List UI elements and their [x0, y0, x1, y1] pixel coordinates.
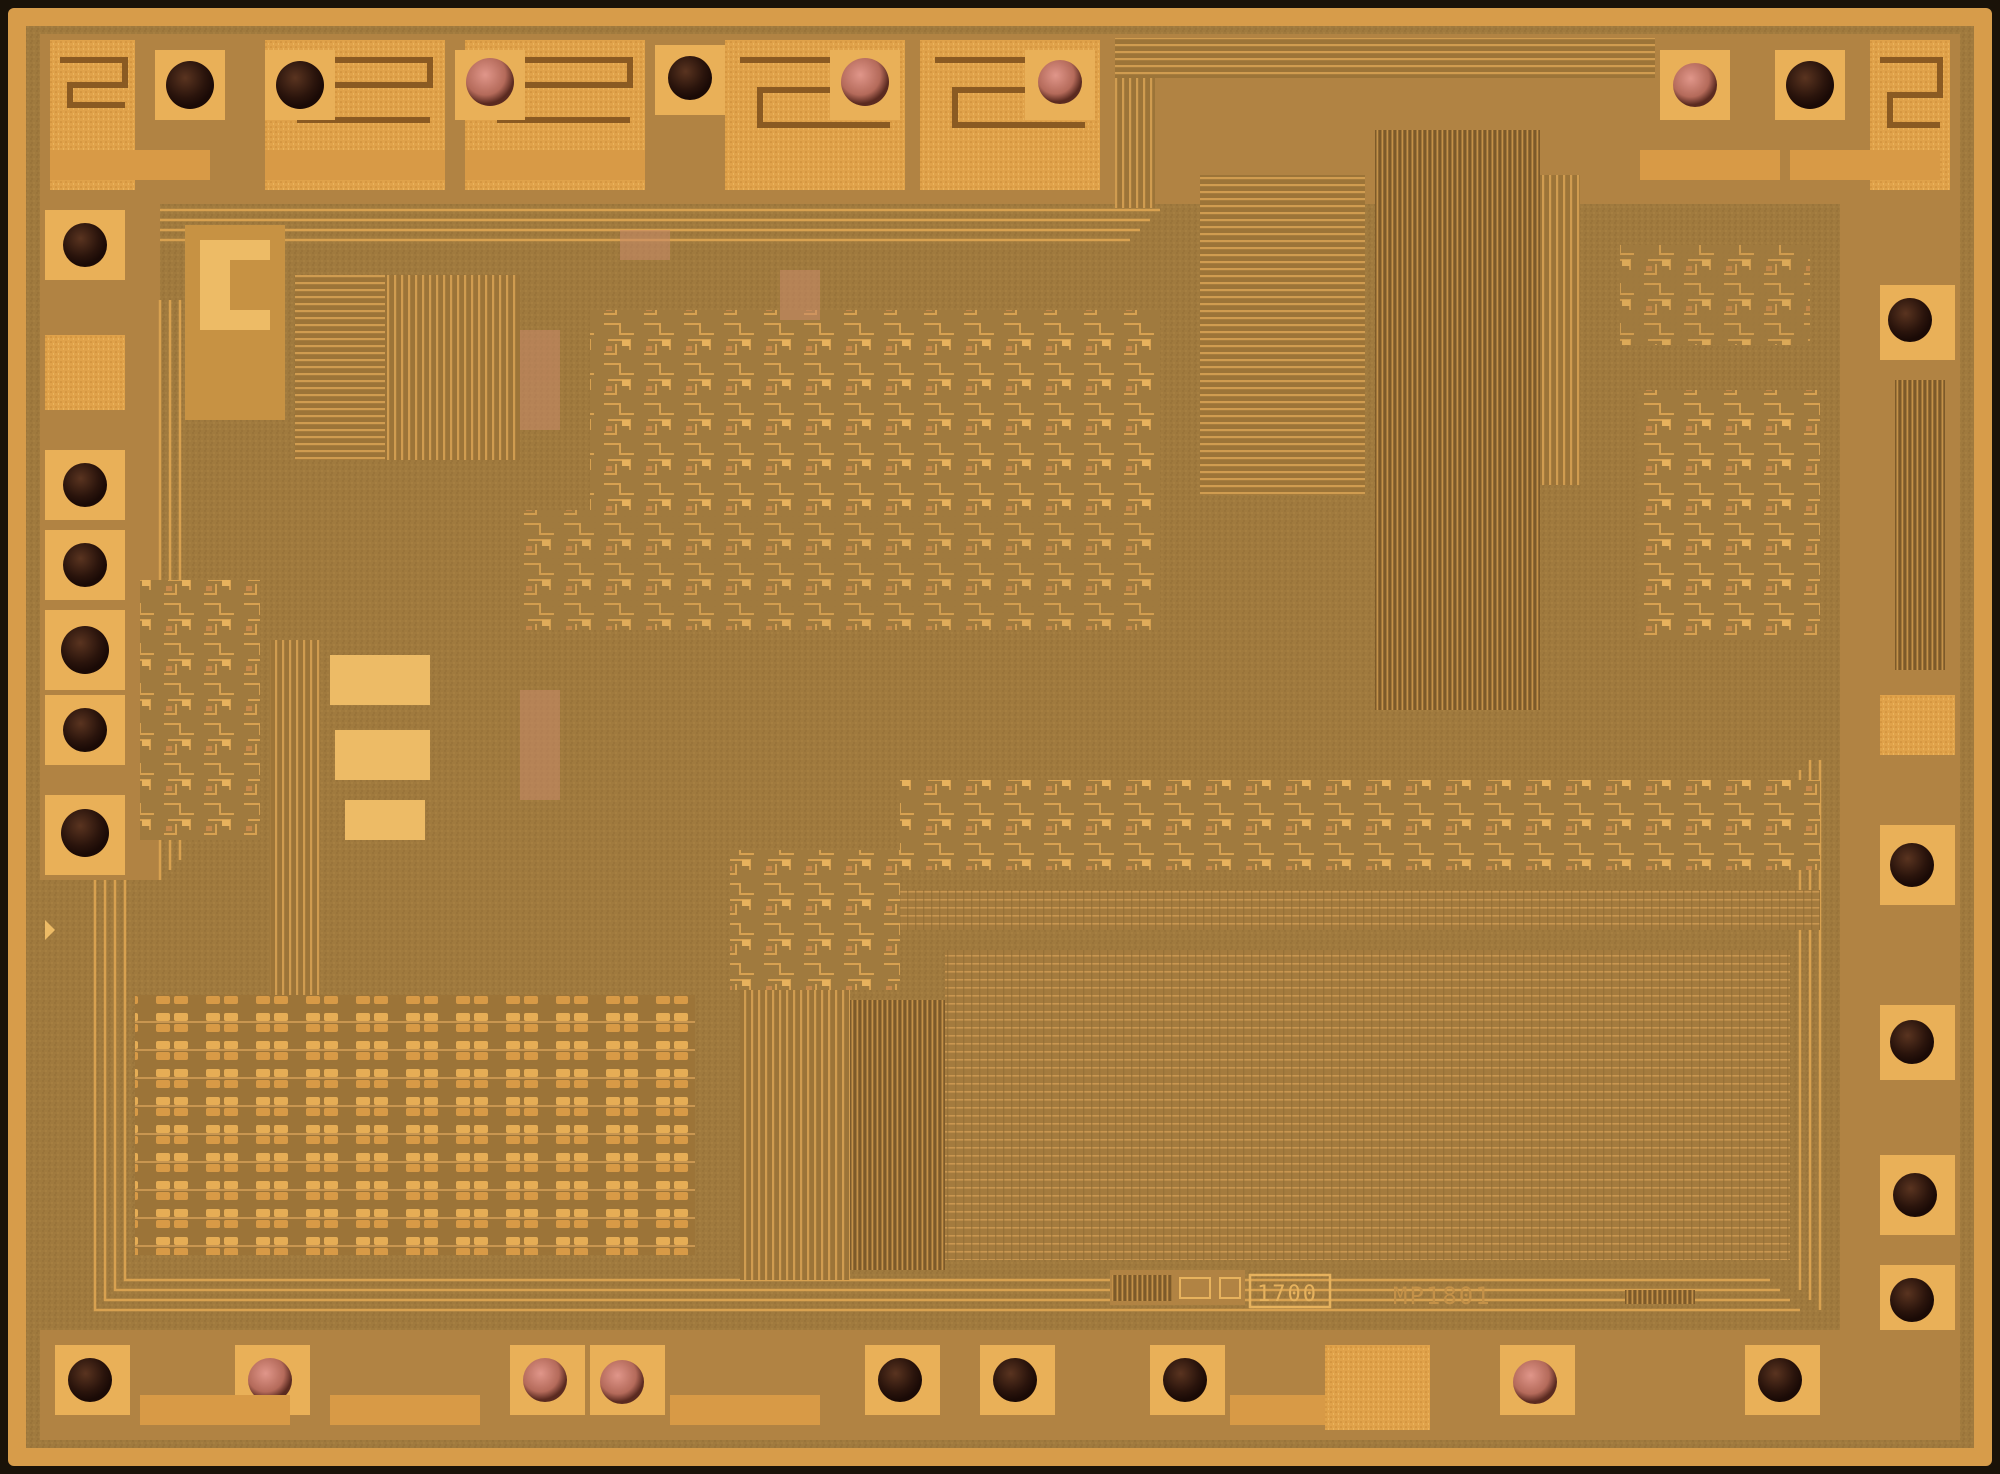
bond-wire-ball: [248, 1358, 292, 1402]
upper-left-transistor: [200, 240, 270, 330]
bond-wire-ball: [68, 1358, 112, 1402]
bond-pads-top: [155, 45, 1845, 120]
chip-marking-area: 1700 MP1801: [1110, 1270, 1695, 1310]
right-corner-pad: [1880, 695, 1955, 755]
register-array-center-left: [385, 275, 520, 460]
bond-wire-ball: [61, 626, 109, 674]
bond-wire-ball: [1893, 1173, 1937, 1217]
pink-poly-regions: [520, 230, 820, 800]
bond-wire-ball: [1163, 1358, 1207, 1402]
center-routing-channel: [740, 990, 850, 1280]
control-logic-upper: [590, 310, 1160, 510]
bottom-pad-ring: [40, 1330, 1960, 1440]
right-pad-ring: [1840, 200, 1960, 1380]
rom-array: [945, 950, 1790, 1260]
alignment-mark: [45, 920, 55, 940]
register-array-left: [295, 275, 385, 460]
bond-wire-ball: [600, 1360, 644, 1404]
middle-gate-row: [900, 780, 1820, 870]
left-mid-block-2: [335, 730, 430, 780]
top-bus-lines: [1115, 38, 1655, 78]
middle-cell-row: [900, 890, 1820, 930]
bond-wire-ball: [63, 463, 107, 507]
bond-wire-ball: [1890, 1020, 1934, 1064]
bond-wire-ball: [1513, 1360, 1557, 1404]
bond-wire-ball: [63, 543, 107, 587]
part-number-label: MP1801: [1393, 1282, 1492, 1310]
left-mid-block-3: [345, 800, 425, 840]
bond-wire-ball: [1890, 1278, 1934, 1322]
bond-wire-ball: [1890, 843, 1934, 887]
bond-wire-ball: [63, 223, 107, 267]
bond-wire-ball: [878, 1358, 922, 1402]
decoder-columns-right: [1540, 175, 1580, 485]
mux-array: [730, 850, 900, 990]
bond-wire-ball: [841, 58, 889, 106]
ram-array: [135, 995, 695, 1255]
bond-wire-ball: [1673, 63, 1717, 107]
bond-wire-ball: [523, 1358, 567, 1402]
bond-wire-ball: [1888, 298, 1932, 342]
bond-wire-ball: [61, 809, 109, 857]
bond-wire-ball: [466, 58, 514, 106]
bond-wire-ball: [1038, 60, 1082, 104]
control-logic-lower: [520, 510, 1160, 630]
right-logic: [1635, 390, 1820, 640]
decoder-array: [1200, 175, 1365, 495]
bond-wire-ball: [668, 56, 712, 100]
bond-wire-ball: [993, 1358, 1037, 1402]
bond-wire-ball: [1786, 61, 1834, 109]
left-mid-block: [330, 655, 430, 705]
bond-wire-ball: [1758, 1358, 1802, 1402]
decoder-columns: [1375, 130, 1540, 710]
bond-wire-ball: [276, 61, 324, 109]
right-top-logic: [1620, 245, 1810, 345]
bond-wire-ball: [166, 61, 214, 109]
bond-wire-ball: [63, 708, 107, 752]
left-mid-logic: [140, 580, 260, 840]
left-mid-routing: [270, 640, 320, 1020]
mask-code-label: 1700: [1257, 1282, 1318, 1307]
right-top-bus: [1115, 78, 1155, 208]
dense-bus-block: [850, 1000, 945, 1270]
